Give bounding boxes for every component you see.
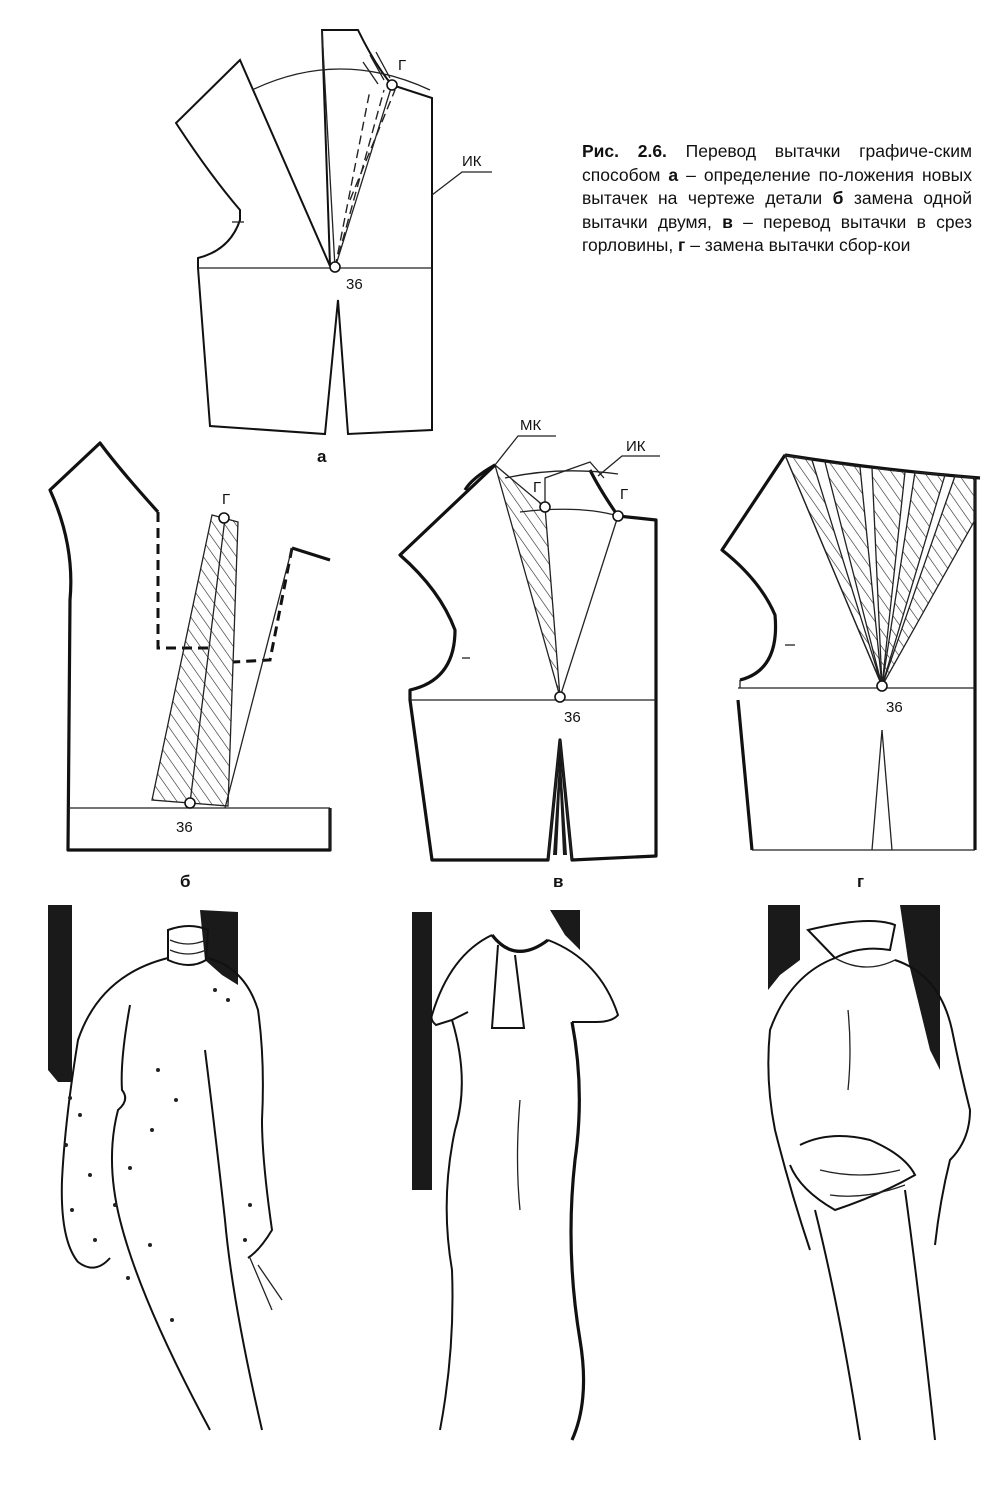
fashion-sketch-b [48, 905, 283, 1431]
caption-part4: – перевод вытачки в срез горловины, [582, 211, 972, 256]
caption-part2: – определение по-ложения новых вытачек н… [582, 164, 972, 209]
panel-a-label-ik: ИК [462, 153, 482, 170]
panel-b-drawing: Г 36 б [48, 441, 332, 891]
panel-b-point-36: 36 [176, 819, 193, 836]
panel-v-point-36: 36 [564, 709, 581, 726]
caption-letter-b: б [832, 188, 844, 208]
panel-g-point-36: 36 [886, 699, 903, 716]
caption-part5: – замена вытачки сбор-кои [685, 235, 911, 255]
panel-b-letter: б [180, 872, 191, 891]
fashion-sketch-v [412, 910, 620, 1441]
panel-g-drawing: 36 г [720, 453, 981, 891]
caption-part3: замена одной вытачки двумя, [582, 188, 972, 232]
panel-a-letter: а [317, 447, 327, 466]
panel-g-outline [720, 454, 787, 682]
caption-part1: Перевод вытачки графиче-ским способом [582, 141, 973, 185]
panel-v-drawing: МК ИК Г Г 36 в [398, 417, 660, 891]
caption-fig-number: Рис. 2.6. [582, 141, 667, 161]
panel-a-point-36: 36 [346, 276, 363, 293]
panel-b-point-g: Г [222, 491, 230, 508]
panel-v-letter: в [553, 872, 563, 891]
fashion-sketch-g [767, 905, 972, 1441]
panel-b-outline [48, 441, 332, 852]
caption-letter-g: г [678, 235, 686, 255]
panel-a-outline [174, 29, 433, 436]
panel-v-point-g2: Г [620, 486, 628, 503]
panel-a-drawing: Г 36 ИК а [174, 29, 492, 466]
panel-g-letter: г [857, 872, 864, 891]
caption-letter-a: а [668, 164, 679, 185]
panel-v-label-mk: МК [520, 417, 541, 434]
panel-v-point-g1: Г [533, 479, 541, 496]
caption-letter-v: в [722, 211, 733, 232]
panel-a-point-g: Г [398, 57, 406, 74]
panel-v-outline [398, 463, 658, 862]
figure-caption: Рис. 2.6. Перевод вытачки графиче-ским с… [582, 140, 972, 258]
panel-v-label-ik: ИК [626, 438, 646, 455]
